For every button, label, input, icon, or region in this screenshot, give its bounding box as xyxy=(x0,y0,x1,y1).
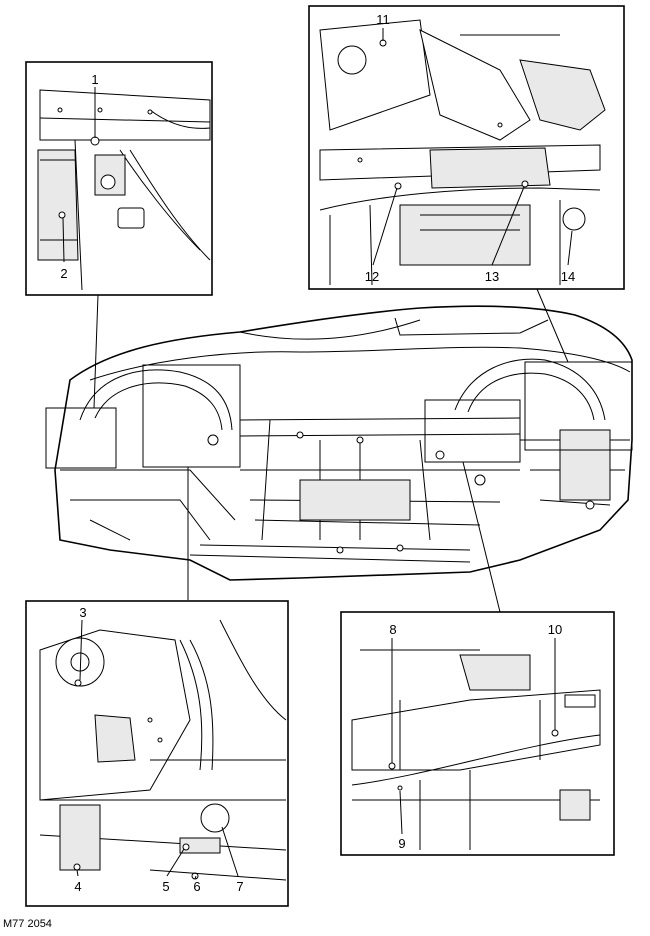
detail-zone-c xyxy=(424,399,521,463)
callout-14: 14 xyxy=(561,269,575,284)
callout-11: 11 xyxy=(376,12,390,27)
callout-7: 7 xyxy=(236,879,243,894)
callout-1: 1 xyxy=(91,72,98,87)
callout-2: 2 xyxy=(60,266,67,281)
callout-4: 4 xyxy=(74,879,81,894)
detail-panel-11-14 xyxy=(308,5,625,290)
callout-8: 8 xyxy=(389,622,396,637)
detail-panel-1-2 xyxy=(25,61,213,296)
callout-10: 10 xyxy=(548,622,562,637)
detail-panel-8-10 xyxy=(340,611,615,856)
callout-5: 5 xyxy=(162,879,169,894)
vehicle-body xyxy=(54,305,633,581)
detail-zone-a xyxy=(45,407,117,469)
detail-zone-b xyxy=(142,364,241,468)
callout-12: 12 xyxy=(365,269,379,284)
callout-3: 3 xyxy=(79,605,86,620)
callout-13: 13 xyxy=(485,269,499,284)
callout-6: 6 xyxy=(193,879,200,894)
detail-panel-3-7 xyxy=(25,600,289,907)
callout-9: 9 xyxy=(398,836,405,851)
detail-zone-d xyxy=(524,361,633,451)
figure-code: M77 2054 xyxy=(3,918,52,930)
